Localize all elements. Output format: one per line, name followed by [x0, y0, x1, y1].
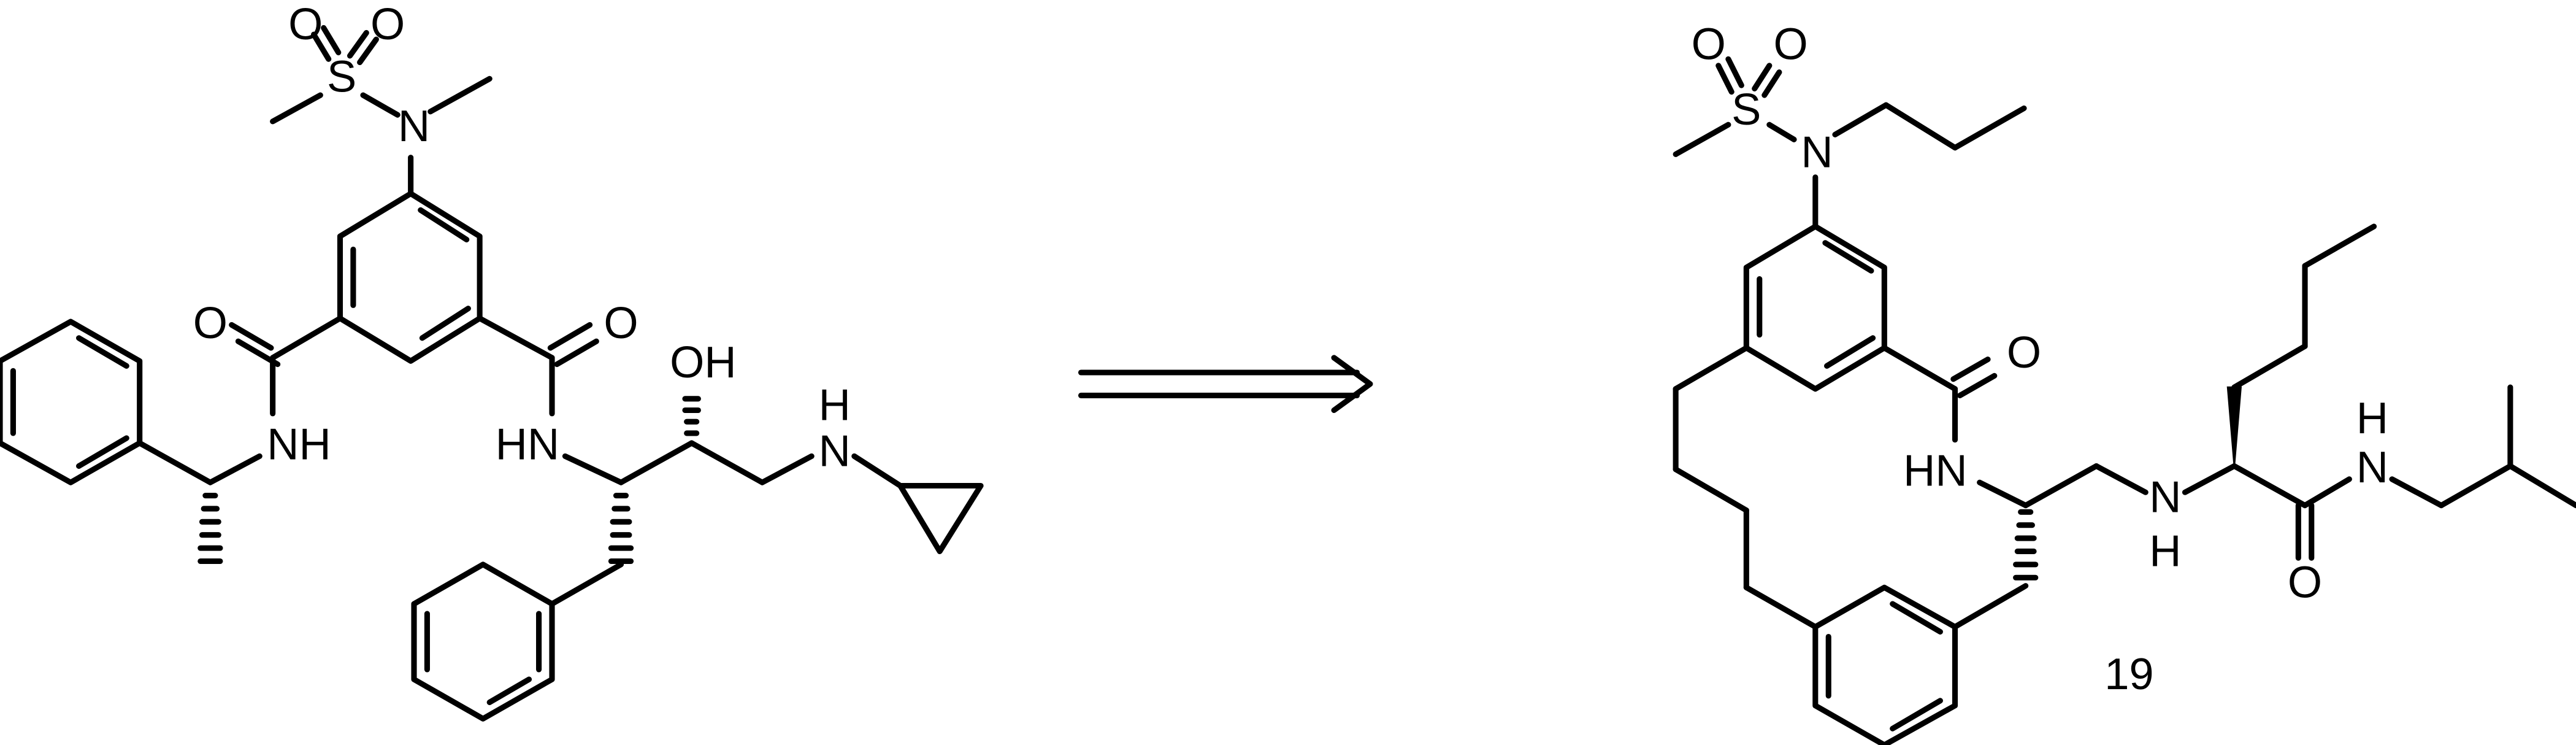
secondary-amine-nitrogen: N — [2149, 473, 2181, 522]
right-atom-labels: S O O N O HN N H H N O — [1692, 20, 2388, 607]
compound-number-label: 19 — [2104, 650, 2153, 699]
benzyl-stereo-hash — [608, 493, 634, 565]
secondary-amine-hydrogen: H — [2149, 527, 2181, 576]
right-amide-oxygen: O — [2007, 328, 2041, 377]
macrocycle-stereo-hash — [2013, 509, 2039, 581]
left-amide-nh-2: HN — [496, 420, 559, 469]
left-amide-oxygen-2: O — [604, 299, 638, 348]
left-sulfonyl-oxygen-1: O — [288, 0, 323, 49]
left-atom-labels: S O O N O O NH HN OH H N — [193, 0, 851, 476]
amine-nitrogen-label: N — [819, 427, 851, 476]
left-bonds — [0, 25, 984, 722]
amine-hydrogen-label: H — [819, 381, 851, 430]
left-stereo-hash — [197, 493, 223, 565]
hydroxyl-label: OH — [670, 338, 736, 387]
left-sulfur-label: S — [327, 53, 356, 102]
left-amide-oxygen-1: O — [193, 299, 228, 348]
terminal-amide-nitrogen: N — [2356, 443, 2388, 492]
right-sulfonyl-oxygen-2: O — [1774, 20, 1808, 69]
right-sulfonamide-nitrogen: N — [1801, 128, 1833, 177]
left-sulfonamide-nitrogen: N — [398, 102, 430, 151]
left-molecule: S O O N O O NH HN OH H N — [0, 0, 984, 722]
right-sulfonyl-oxygen-1: O — [1692, 20, 1726, 69]
left-sulfonyl-oxygen-2: O — [370, 0, 405, 49]
right-molecule: S O O N O HN N H H N O 19 — [1673, 20, 2576, 745]
macrocycle-amide-nh: HN — [1903, 447, 1967, 496]
terminal-amide-hydrogen: H — [2356, 394, 2388, 443]
terminal-amide-oxygen: O — [2288, 558, 2322, 607]
right-bonds — [1673, 56, 2576, 745]
retrosynthesis-arrow — [1078, 355, 1373, 414]
oh-stereo-hash — [682, 396, 701, 436]
right-sulfur-label: S — [1731, 85, 1761, 134]
left-amide-nh-1: NH — [267, 420, 331, 469]
